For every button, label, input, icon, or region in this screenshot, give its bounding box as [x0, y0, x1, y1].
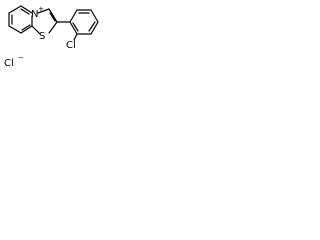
double-bond-ar6-ar1	[72, 22, 79, 32]
double-bond-c6-c5	[21, 24, 31, 31]
bond-c8a-c8	[8, 5, 22, 14]
bond-c7-c6	[8, 25, 22, 34]
bond-ar6-cl	[73, 33, 78, 41]
bond-c6-c5	[20, 25, 33, 34]
nitrogen-label: N	[31, 9, 38, 20]
bond-c3-c2	[48, 8, 58, 23]
bond-n-c3	[37, 8, 50, 14]
sulfur-label: S	[39, 31, 45, 42]
double-bond-ar4-ar5	[88, 21, 96, 32]
chlorophenyl-ring	[56, 9, 99, 41]
pyridine-ring	[8, 5, 33, 34]
chlorine-substituent-label: Cl	[66, 40, 76, 51]
bond-c2-s	[48, 21, 58, 34]
double-bond-c8a-n	[20, 8, 30, 15]
bond-n-c8a	[20, 5, 33, 14]
bond-ar6-ar1	[69, 21, 78, 35]
counterion-charge-label: −	[18, 54, 24, 62]
double-bond-c3-c2	[49, 12, 56, 22]
counterion-label: Cl	[4, 58, 14, 69]
bond-ar4-ar5	[90, 21, 99, 35]
structure-canvas: N + S Cl Cl −	[0, 0, 122, 78]
thiazole-ring	[31, 8, 58, 35]
bond-s-c3a	[31, 25, 41, 35]
bond-ar1-ar2	[69, 9, 78, 23]
nitrogen-charge-label: +	[38, 5, 44, 13]
chemical-structure-diagram: N + S Cl Cl −	[4, 5, 99, 69]
bond-ar3-ar4	[90, 9, 99, 23]
